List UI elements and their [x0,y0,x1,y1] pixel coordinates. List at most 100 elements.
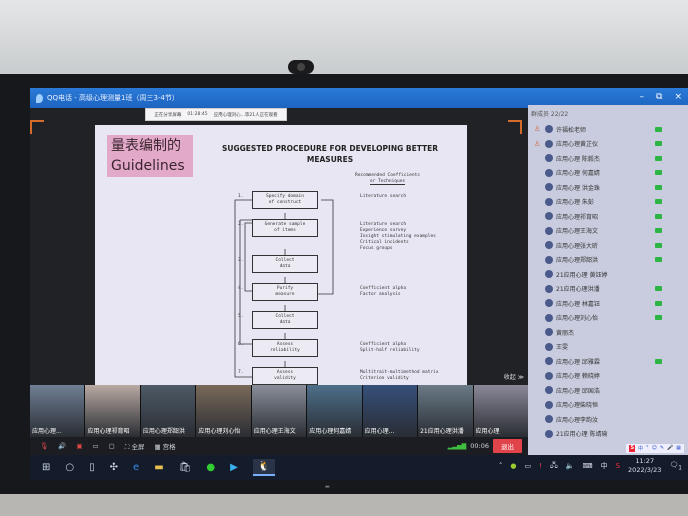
member-item[interactable]: 应用心理刘心怡 [528,311,688,326]
member-item[interactable]: 应用心理王海文 [528,224,688,239]
member-item[interactable]: 应用心理 赖晓婷 [528,369,688,384]
video-tile[interactable]: 21应用心理洪潘 [418,385,473,437]
call-timer: 00:06 [470,442,489,450]
clock[interactable]: 11:27 2022/3/23 [628,457,661,475]
warning-icon[interactable]: ! [539,462,542,470]
ime-emoji[interactable]: ☺ [651,445,657,451]
share-screen-icon[interactable]: ▭ [92,442,99,450]
step-label: Assess [276,342,294,347]
ime-voice[interactable]: 🎤 [667,445,674,451]
member-item[interactable]: 应用心理 朱彭 [528,195,688,210]
collapse-button[interactable]: 收起 ≫ [503,374,524,381]
member-item[interactable]: 21应用心理洪潘 [528,282,688,297]
video-on-icon [655,300,662,306]
member-item[interactable]: 应用心理 何嘉婧 [528,166,688,181]
sogou-tray-icon[interactable]: S [615,462,621,470]
windows-start-icon[interactable]: ⊞ [42,462,51,473]
video-on-icon [655,358,662,364]
step-box: Purify measure [252,283,318,301]
video-on-icon [655,257,662,263]
step-box: Generate sample of items [252,219,318,237]
video-on-icon [655,286,662,292]
whiteboard-icon[interactable]: ▢ [108,442,115,450]
video-on-icon [655,199,662,205]
ime-punct[interactable]: ° [646,445,649,451]
video-tile[interactable]: 应用心理... [30,385,85,437]
avatar [545,400,553,409]
member-item[interactable]: 黄丽杰 [528,325,688,340]
member-name: 应用心理王海文 [556,228,599,236]
speaker-icon[interactable]: 🔊 [58,442,67,450]
video-tile[interactable]: 应用心理祁育昭 [85,385,140,437]
video-on-icon [655,184,662,190]
sharing-toast: 正在分享屏幕 01:28:45 应用心理刘心...等21人正在观看 [145,108,287,121]
ime-pen[interactable]: ✎ [659,445,665,451]
tray-app-icon[interactable]: ● [510,462,517,470]
member-item[interactable]: 应用心理 邱雅霖 [528,354,688,369]
chevron-up-icon[interactable]: ˄ [498,462,503,470]
camera-off-icon[interactable]: ▣ [76,442,83,450]
avatar [545,357,553,366]
network-icon[interactable]: 🖧 [549,460,558,469]
member-item[interactable]: 21应用心理 陈靖瑜 [528,427,688,442]
file-explorer-icon[interactable]: ▬ [154,462,164,473]
video-tile-name: 应用心理 [475,428,500,435]
member-name: 应用心理黄芷仪 [556,141,599,149]
fullscreen-button[interactable]: ⛶ 全屏 [124,442,145,451]
member-item[interactable]: 应用心理 林嘉钰 [528,296,688,311]
notification-icon[interactable]: 🗨1 [669,460,682,472]
step-number: 5. [238,314,244,319]
exit-button[interactable]: 退出 [493,439,522,453]
browser-icon[interactable]: ● [206,462,216,473]
ime-mode[interactable]: 中 [638,446,644,452]
volume-icon[interactable]: 🔈 [565,462,575,470]
member-name: 应用心理张大昕 [556,242,599,250]
video-tile[interactable]: 应用心理郑韶洪 [140,385,196,437]
video-tile[interactable]: 应用心理 [473,385,528,437]
avatar [545,125,553,134]
search-icon[interactable]: ○ [65,462,75,473]
member-item[interactable]: 21应用心理 黄钰婷 [528,267,688,282]
step-label: Collect [275,258,295,263]
member-item[interactable]: 王雯 [528,340,688,355]
video-tile[interactable]: 应用心理... [362,385,418,437]
member-item[interactable]: 应用心理郑韶洪 [528,253,688,268]
qq-icon[interactable]: 🐧 [252,459,276,476]
minimize-button[interactable]: – [639,92,645,102]
member-item[interactable]: 应用心理 邱国浩 [528,383,688,398]
grid-button[interactable]: ▦ 宫格 [154,443,176,451]
video-tile[interactable]: 应用心理刘心怡 [196,385,251,437]
member-item[interactable]: 应用心理 洪金珠 [528,180,688,195]
member-item[interactable]: 应用心理李韵汝 [528,412,688,427]
mic-muted-icon[interactable]: 🎙 [40,442,49,450]
flow-arrows [234,199,334,378]
member-item[interactable]: 应用心理 陈毅杰 [528,151,688,166]
member-item[interactable]: ♙ 许福松老师 [528,122,688,137]
member-name: 应用心理 何嘉婧 [556,170,600,178]
avatar [545,299,553,308]
video-tile[interactable]: 应用心理王海文 [251,385,307,437]
task-view-icon[interactable]: ▯ [89,462,95,473]
member-item[interactable]: ♙ 应用心理黄芷仪 [528,137,688,152]
close-button[interactable]: × [674,92,682,102]
video-tile[interactable]: 应用心理何嘉婧 [307,385,362,437]
recommendation: Literature search [360,222,407,227]
recommendation: Multitrait-multimethod matrix [360,370,439,375]
member-item[interactable]: 应用心理柴晓恒 [528,398,688,413]
ime-indicator[interactable]: 中 [600,462,608,470]
desk [0,494,688,516]
tray-monitor-icon[interactable]: ▭ [524,462,532,470]
keyboard-icon[interactable]: ⌨ [582,462,593,470]
member-name: 王雯 [556,344,569,352]
wall [0,0,688,75]
app-icon[interactable]: ✣ [109,462,119,473]
avatar [545,226,553,235]
avatar [545,386,553,395]
ime-tools[interactable]: ▦ [676,445,681,451]
member-item[interactable]: 应用心理张大昕 [528,238,688,253]
video-player-icon[interactable]: ▶ [230,462,238,473]
store-icon[interactable]: 🛍 [178,462,192,473]
restore-button[interactable]: ⧉ [656,92,663,102]
member-item[interactable]: 应用心理祁育昭 [528,209,688,224]
edge-icon[interactable]: e [133,462,140,473]
